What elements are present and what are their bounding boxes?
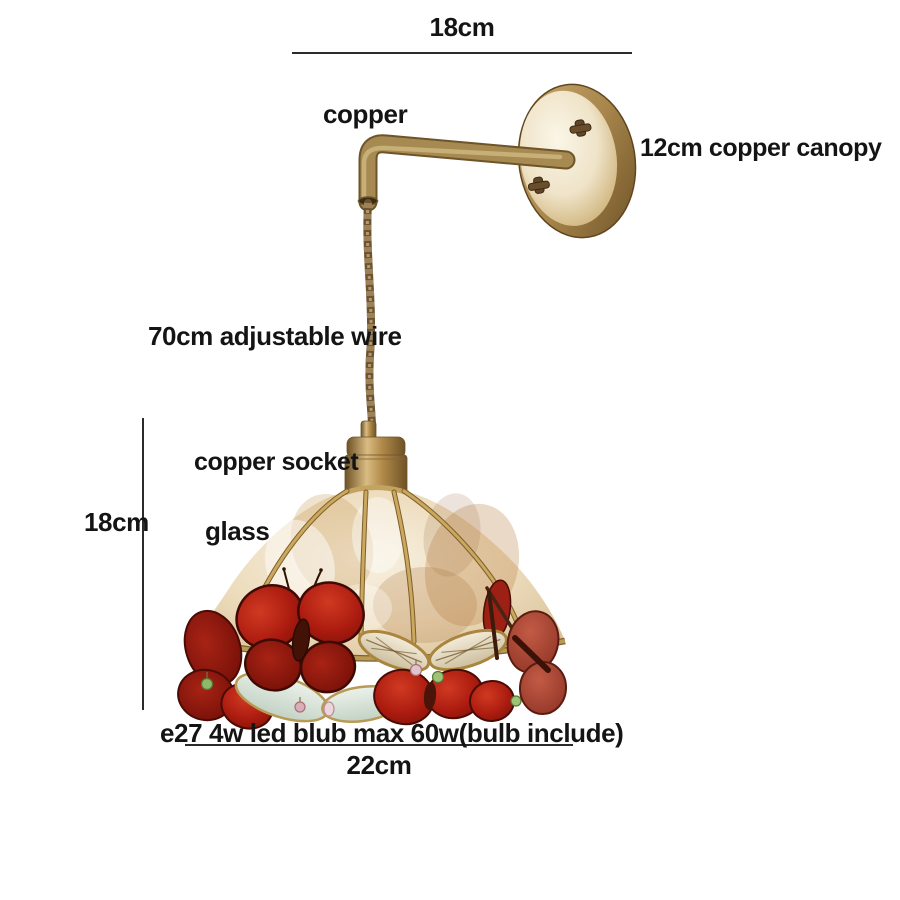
label-bottom-width: 22cm [346,750,412,780]
label-socket: copper socket [194,448,359,476]
label-shade-height: 18cm [84,507,149,537]
label-canopy: 12cm copper canopy [640,134,882,162]
dimension-line-top-width [292,52,632,54]
crystal-beads [200,660,522,717]
butterfly-decoration-right [485,586,568,715]
canopy-screw-top [569,119,592,137]
label-top-width: 18cm [429,12,495,42]
hanging-wire [363,199,376,432]
label-bulb-info: e27 4w led blub max 60w(bulb include) [160,718,624,748]
lamp-socket [344,420,408,494]
label-arm-material: copper [323,99,408,129]
label-shade-material: glass [205,516,270,546]
shade-rim-decor [177,579,522,730]
dimension-line-shade-height [142,418,144,710]
canopy-screw-bottom [527,176,550,194]
butterfly-decoration-left [235,567,365,694]
dimension-line-bottom-width [185,744,573,746]
lamp-arm [357,134,576,212]
label-wire: 70cm adjustable wire [148,321,402,351]
